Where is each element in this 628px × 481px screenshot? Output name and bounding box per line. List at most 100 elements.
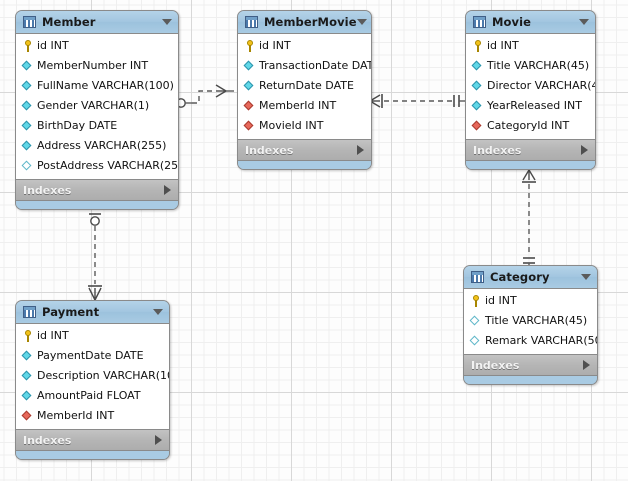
- chevron-right-icon[interactable]: [164, 185, 171, 195]
- table-footer: [16, 451, 169, 459]
- diamond-red-icon: [243, 120, 256, 132]
- table-columns-category: id INT Title VARCHAR(45) Remark VARCHAR(…: [464, 289, 597, 355]
- table-title: Payment: [42, 305, 100, 319]
- table-columns-membermovie: id INT TransactionDate DATE ReturnDate D…: [238, 34, 371, 140]
- indexes-row[interactable]: Indexes: [466, 140, 595, 161]
- column-label: PaymentDate DATE: [37, 349, 144, 362]
- table-membermovie[interactable]: MemberMovie id INT TransactionDate DATE …: [237, 10, 372, 170]
- relationship-membermovie-movie[interactable]: [368, 91, 468, 111]
- indexes-row[interactable]: Indexes: [238, 140, 371, 161]
- column-row[interactable]: id INT: [16, 326, 169, 346]
- column-row[interactable]: YearReleased INT: [466, 96, 595, 116]
- chevron-down-icon[interactable]: [153, 309, 163, 315]
- column-row[interactable]: PaymentDate DATE: [16, 346, 169, 366]
- relationship-movie-category[interactable]: [518, 168, 540, 272]
- column-row[interactable]: Address VARCHAR(255): [16, 136, 178, 156]
- diamond-icon: [21, 140, 34, 152]
- diamond-icon: [21, 60, 34, 72]
- table-footer: [466, 161, 595, 169]
- column-row[interactable]: PostAddress VARCHAR(255): [16, 156, 178, 176]
- column-row[interactable]: AmountPaid FLOAT: [16, 386, 169, 406]
- table-header-category[interactable]: Category: [464, 266, 597, 289]
- column-label: Title VARCHAR(45): [487, 59, 590, 72]
- column-label: ReturnDate DATE: [259, 79, 354, 92]
- column-label: TransactionDate DATE: [259, 59, 372, 72]
- key-icon: [472, 40, 484, 52]
- diamond-outline-icon: [469, 315, 482, 327]
- chevron-right-icon[interactable]: [581, 145, 588, 155]
- relationship-member-payment[interactable]: [84, 210, 106, 306]
- column-row[interactable]: Remark VARCHAR(500): [464, 331, 597, 351]
- column-row[interactable]: CategoryId INT: [466, 116, 595, 136]
- table-columns-movie: id INT Title VARCHAR(45) Director VARCHA…: [466, 34, 595, 140]
- column-row[interactable]: BirthDay DATE: [16, 116, 178, 136]
- key-icon: [244, 40, 256, 52]
- indexes-label: Indexes: [473, 143, 522, 157]
- column-label: id INT: [485, 294, 517, 307]
- key-icon: [22, 330, 34, 342]
- column-label: Title VARCHAR(45): [485, 314, 588, 327]
- table-title: Category: [490, 270, 550, 284]
- column-label: MemberNumber INT: [37, 59, 149, 72]
- column-row[interactable]: MemberId INT: [238, 96, 371, 116]
- column-row[interactable]: Director VARCHAR(45): [466, 76, 595, 96]
- column-row[interactable]: Gender VARCHAR(1): [16, 96, 178, 116]
- table-header-payment[interactable]: Payment: [16, 301, 169, 324]
- table-payment[interactable]: Payment id INT PaymentDate DATE Descript…: [15, 300, 170, 460]
- indexes-row[interactable]: Indexes: [16, 180, 178, 201]
- column-row[interactable]: Title VARCHAR(45): [464, 311, 597, 331]
- table-footer: [464, 376, 597, 384]
- key-icon: [22, 40, 34, 52]
- chevron-down-icon[interactable]: [581, 274, 591, 280]
- diamond-icon: [21, 120, 34, 132]
- chevron-right-icon[interactable]: [155, 435, 162, 445]
- diamond-icon: [471, 100, 484, 112]
- column-label: Description VARCHAR(100): [37, 369, 169, 382]
- chevron-down-icon[interactable]: [356, 19, 367, 25]
- diamond-outline-icon: [21, 160, 34, 172]
- chevron-down-icon[interactable]: [162, 19, 172, 25]
- column-row[interactable]: TransactionDate DATE: [238, 56, 371, 76]
- table-header-member[interactable]: Member: [16, 11, 178, 34]
- column-row[interactable]: MovieId INT: [238, 116, 371, 136]
- table-member[interactable]: Member id INT MemberNumber INT FullName …: [15, 10, 179, 210]
- column-label: AmountPaid FLOAT: [37, 389, 141, 402]
- table-footer: [16, 201, 178, 209]
- indexes-row[interactable]: Indexes: [464, 355, 597, 376]
- table-title: MemberMovie: [264, 15, 357, 29]
- column-row[interactable]: id INT: [464, 291, 597, 311]
- column-row[interactable]: id INT: [238, 36, 371, 56]
- diamond-icon: [21, 390, 34, 402]
- table-movie[interactable]: Movie id INT Title VARCHAR(45) Director …: [465, 10, 596, 170]
- table-header-movie[interactable]: Movie: [466, 11, 595, 34]
- column-row[interactable]: Title VARCHAR(45): [466, 56, 595, 76]
- column-row[interactable]: id INT: [466, 36, 595, 56]
- table-columns-member: id INT MemberNumber INT FullName VARCHAR…: [16, 34, 178, 180]
- chevron-right-icon[interactable]: [583, 360, 590, 370]
- chevron-down-icon[interactable]: [579, 19, 589, 25]
- diamond-icon: [243, 60, 256, 72]
- column-label: YearReleased INT: [487, 99, 582, 112]
- table-header-membermovie[interactable]: MemberMovie: [238, 11, 371, 34]
- key-icon: [470, 295, 482, 307]
- diamond-icon: [243, 80, 256, 92]
- column-row[interactable]: id INT: [16, 36, 178, 56]
- table-icon: [471, 271, 484, 283]
- diamond-red-icon: [243, 100, 256, 112]
- table-category[interactable]: Category id INT Title VARCHAR(45) Remark…: [463, 265, 598, 385]
- indexes-row[interactable]: Indexes: [16, 430, 169, 451]
- column-label: BirthDay DATE: [37, 119, 118, 132]
- column-row[interactable]: ReturnDate DATE: [238, 76, 371, 96]
- column-label: CategoryId INT: [487, 119, 570, 132]
- table-title: Member: [42, 15, 96, 29]
- table-columns-payment: id INT PaymentDate DATE Description VARC…: [16, 324, 169, 430]
- column-label: Address VARCHAR(255): [37, 139, 167, 152]
- indexes-label: Indexes: [23, 183, 72, 197]
- column-row[interactable]: MemberId INT: [16, 406, 169, 426]
- column-row[interactable]: Description VARCHAR(100): [16, 366, 169, 386]
- diamond-red-icon: [21, 410, 34, 422]
- column-row[interactable]: MemberNumber INT: [16, 56, 178, 76]
- chevron-right-icon[interactable]: [357, 145, 364, 155]
- column-row[interactable]: FullName VARCHAR(100): [16, 76, 178, 96]
